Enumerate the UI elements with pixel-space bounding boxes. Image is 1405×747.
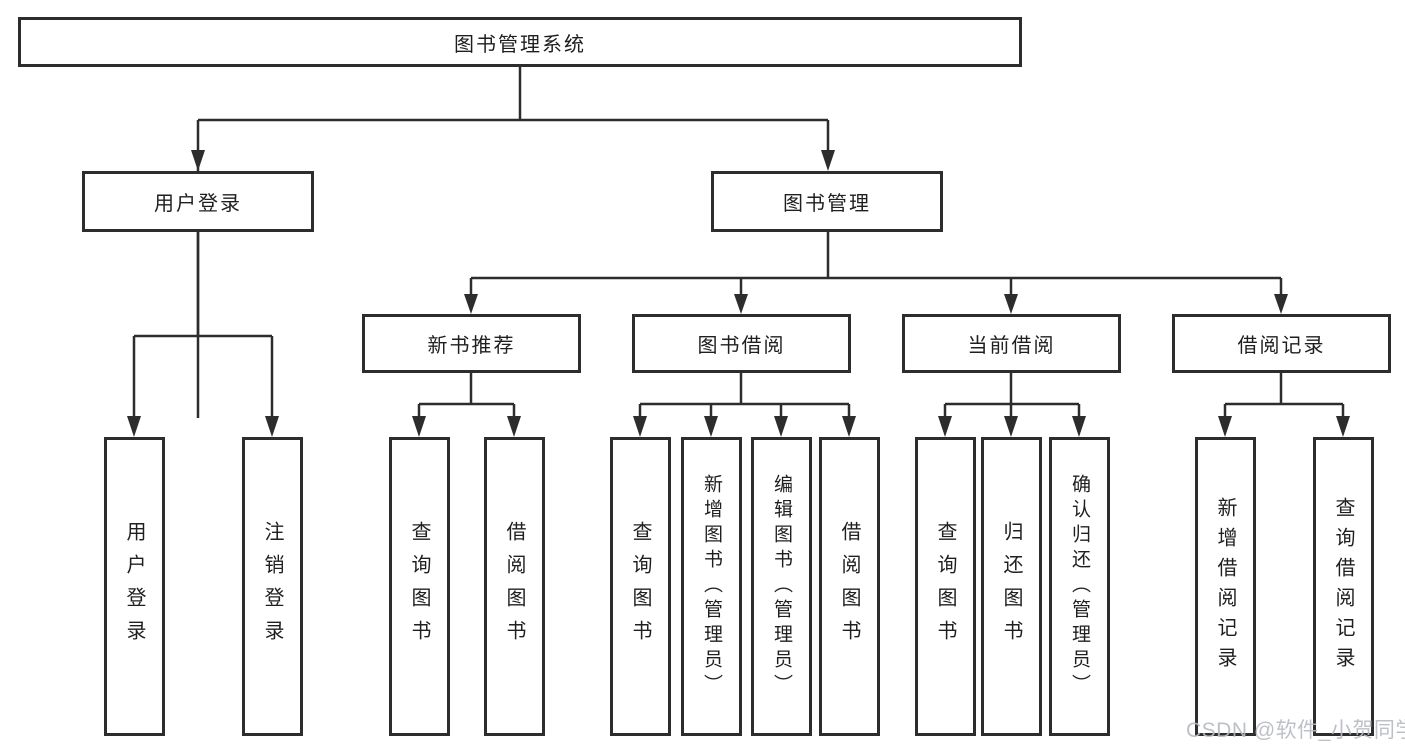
leaf-logout: 注销登录 xyxy=(242,437,303,736)
leaf-query-books-current: 查询图书 xyxy=(915,437,976,736)
node-book-management: 图书管理 xyxy=(711,171,943,232)
node-label: 用户登录 xyxy=(154,193,242,215)
node-new-book-recommend: 新书推荐 xyxy=(362,314,581,373)
node-label: 注销登录 xyxy=(261,520,283,653)
connector-user-login-children xyxy=(127,231,279,437)
leaf-return-books: 归还图书 xyxy=(981,437,1042,736)
node-label: 图书管理系统 xyxy=(454,33,586,56)
connector-borrow-records-children xyxy=(1218,372,1350,437)
connector-new-books-children xyxy=(412,372,521,437)
node-current-borrowing: 当前借阅 xyxy=(902,314,1121,373)
node-label: 查询图书 xyxy=(629,520,651,653)
node-label: 查询图书 xyxy=(408,520,430,653)
node-label: 查询图书 xyxy=(934,520,956,653)
leaf-user-login: 用户登录 xyxy=(104,437,165,736)
leaf-query-books-recommend: 查询图书 xyxy=(389,437,450,736)
leaf-confirm-return-admin: 确认归还（管理员） xyxy=(1049,437,1110,736)
node-label: 查询借阅记录 xyxy=(1332,496,1354,677)
node-label: 当前借阅 xyxy=(967,335,1056,357)
connector-book-borrow-children xyxy=(633,372,856,437)
leaf-add-borrow-record: 新增借阅记录 xyxy=(1195,437,1256,736)
leaf-query-borrow-record: 查询借阅记录 xyxy=(1313,437,1374,736)
node-book-borrowing: 图书借阅 xyxy=(632,314,851,373)
node-label: 归还图书 xyxy=(1000,520,1022,653)
node-label: 图书借阅 xyxy=(697,335,786,357)
leaf-borrow-books: 借阅图书 xyxy=(819,437,880,736)
connector-book-mgmt-children xyxy=(464,231,1288,314)
node-borrowing-records: 借阅记录 xyxy=(1172,314,1391,373)
node-label: 编辑图书（管理员） xyxy=(771,474,792,699)
leaf-edit-books-admin: 编辑图书（管理员） xyxy=(751,437,812,736)
node-label: 借阅记录 xyxy=(1237,335,1326,357)
leaf-query-books-borrow: 查询图书 xyxy=(610,437,671,736)
leaf-add-books-admin: 新增图书（管理员） xyxy=(681,437,742,736)
node-label: 借阅图书 xyxy=(838,520,860,653)
node-user-login: 用户登录 xyxy=(82,171,314,232)
leaf-borrow-books-recommend: 借阅图书 xyxy=(484,437,545,736)
node-label: 用户登录 xyxy=(123,520,145,653)
node-label: 借阅图书 xyxy=(503,520,525,653)
node-label: 新增借阅记录 xyxy=(1214,496,1236,677)
node-label: 新增图书（管理员） xyxy=(701,474,722,699)
node-label: 图书管理 xyxy=(783,193,871,215)
connector-current-borrow-children xyxy=(938,372,1086,437)
connector-root-to-level2 xyxy=(191,67,835,418)
node-root-library-system: 图书管理系统 xyxy=(18,17,1022,67)
node-label: 新书推荐 xyxy=(427,335,516,357)
node-label: 确认归还（管理员） xyxy=(1069,474,1090,699)
